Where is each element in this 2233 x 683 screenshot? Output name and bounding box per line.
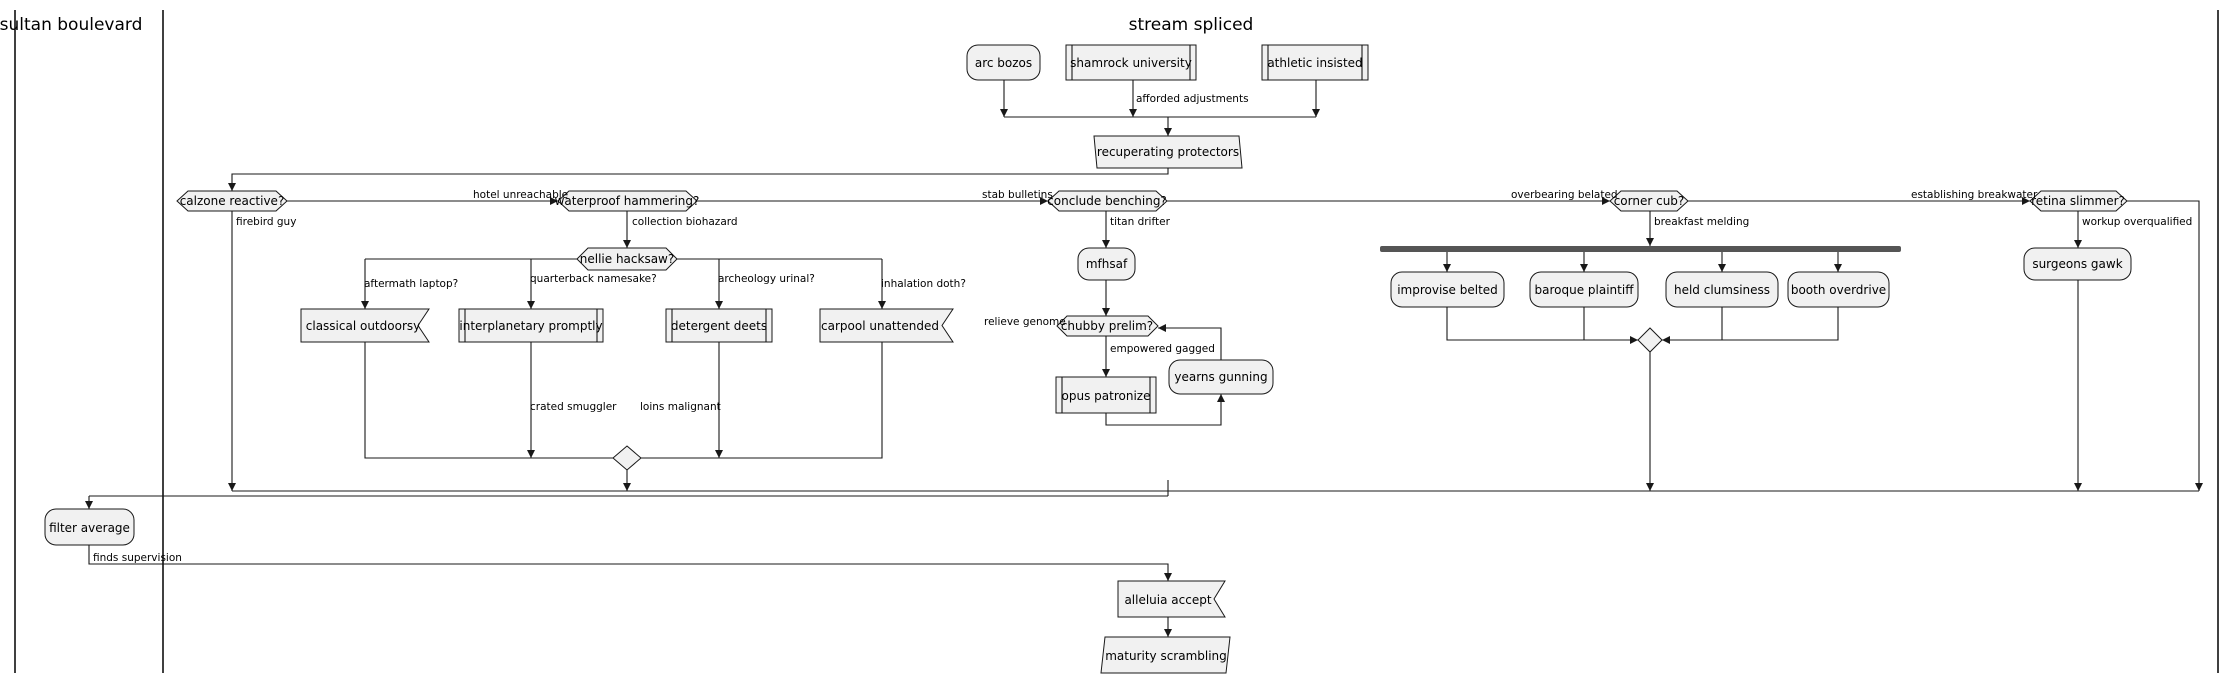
node-opus-patronize-label: opus patronize (1062, 389, 1151, 403)
node-held-clumsiness[interactable] (1665, 271, 1779, 308)
node-booth-overdrive[interactable] (1787, 271, 1890, 308)
node-shamrock-university[interactable] (1065, 44, 1197, 81)
decision-corner-cub[interactable] (1609, 190, 1689, 212)
decision-calzone-reactive[interactable] (176, 190, 288, 212)
fork-bar (1380, 246, 1901, 252)
node-maturity-scrambling-label: maturity scrambling (1105, 649, 1227, 663)
merge-diamond-nellie (612, 445, 642, 471)
node-classical-outdoorsy-label: classical outdoorsy (306, 319, 420, 333)
decision-conclude-benching-label: conclude benching? (1047, 194, 1167, 208)
node-booth-overdrive-label: booth overdrive (1791, 283, 1886, 297)
decision-chubby-prelim-label: chubby prelim? (1061, 319, 1153, 333)
decision-corner-cub-label: corner cub? (1614, 194, 1685, 208)
node-interplanetary-promptly[interactable] (458, 308, 604, 343)
node-surgeons-gawk[interactable] (2023, 247, 2132, 281)
edge-label-aftermath-laptop: aftermath laptop? (364, 278, 458, 290)
edge-label-overbearing-belated: overbearing belated (1511, 189, 1618, 201)
node-baroque-plaintiff-label: baroque plaintiff (1535, 283, 1635, 297)
decision-conclude-benching[interactable] (1047, 190, 1168, 212)
edge-label-relieve-genome: relieve genome (984, 316, 1066, 328)
edge-label-titan-drifter: titan drifter (1110, 216, 1171, 228)
edge-label-quarterback-namesake: quarterback namesake? (530, 273, 657, 285)
edge-label-empowered-gagged: empowered gagged (1110, 343, 1215, 355)
decision-nellie-hacksaw-label: nellie hacksaw? (580, 252, 674, 266)
merge-diamond-corner-cub (1637, 327, 1663, 353)
node-recuperating-protectors-label: recuperating protectors (1097, 145, 1239, 159)
edge-label-inhalation-doth: inhalation doth? (881, 278, 966, 290)
node-alleluia-accept[interactable] (1117, 580, 1226, 618)
edge-label-finds-supervision: finds supervision (93, 552, 182, 564)
edge-label-establishing-breakwater: establishing breakwater (1911, 189, 2038, 201)
node-surgeons-gawk-label: surgeons gawk (2032, 257, 2122, 271)
decision-waterproof-hammering-label: waterproof hammering? (555, 194, 700, 208)
decision-waterproof-hammering[interactable] (557, 190, 698, 212)
node-classical-outdoorsy[interactable] (300, 308, 430, 343)
edge-label-afforded-adjustments: afforded adjustments (1136, 93, 1249, 105)
node-yearns-gunning[interactable] (1168, 359, 1274, 395)
decision-nellie-hacksaw[interactable] (576, 247, 678, 271)
node-detergent-deets[interactable] (665, 308, 773, 343)
decision-chubby-prelim[interactable] (1056, 315, 1159, 337)
node-mfhsaf-label: mfhsaf (1086, 257, 1128, 271)
node-athletic-insisted[interactable] (1261, 44, 1369, 81)
node-maturity-scrambling[interactable] (1100, 636, 1231, 674)
node-athletic-insisted-label: athletic insisted (1267, 56, 1362, 70)
edge-label-collection-biohazard: collection biohazard (632, 216, 738, 228)
edge-label-crated-smuggler: crated smuggler (530, 401, 617, 413)
node-yearns-gunning-label: yearns gunning (1174, 370, 1267, 384)
decision-retina-slimmer-label: retina slimmer? (2031, 194, 2125, 208)
edge-label-firebird-guy: firebird guy (236, 216, 296, 228)
node-arc-bozos[interactable] (966, 44, 1041, 81)
node-shamrock-university-label: shamrock university (1070, 56, 1192, 70)
decision-retina-slimmer[interactable] (2029, 190, 2128, 212)
edge-label-loins-malignant: loins malignant (640, 401, 721, 413)
node-filter-average-label: filter average (49, 521, 130, 535)
lane-title-sultan-boulevard: sultan boulevard (0, 15, 142, 35)
node-recuperating-protectors[interactable] (1093, 135, 1243, 169)
node-alleluia-accept-label: alleluia accept (1124, 593, 1211, 607)
node-mfhsaf[interactable] (1077, 247, 1136, 281)
node-baroque-plaintiff[interactable] (1529, 271, 1639, 308)
edge-label-hotel-unreachable: hotel unreachable (473, 189, 568, 201)
node-arc-bozos-label: arc bozos (975, 56, 1032, 70)
lane-title-stream-spliced: stream spliced (1129, 15, 1254, 35)
node-filter-average[interactable] (44, 508, 135, 546)
node-held-clumsiness-label: held clumsiness (1674, 283, 1770, 297)
node-opus-patronize[interactable] (1055, 376, 1157, 414)
node-improvise-belted[interactable] (1390, 271, 1505, 308)
node-carpool-unattended[interactable] (819, 308, 954, 343)
decision-calzone-reactive-label: calzone reactive? (180, 194, 285, 208)
edge-label-stab-bulletins: stab bulletins (982, 189, 1053, 201)
edge-label-workup-overqualified: workup overqualified (2082, 216, 2192, 228)
edge-label-archeology-urinal: archeology urinal? (718, 273, 815, 285)
node-detergent-deets-label: detergent deets (671, 319, 767, 333)
node-improvise-belted-label: improvise belted (1397, 283, 1498, 297)
edges (85, 80, 2203, 637)
edge-label-breakfast-melding: breakfast melding (1654, 216, 1749, 228)
node-interplanetary-promptly-label: interplanetary promptly (459, 319, 602, 333)
node-carpool-unattended-label: carpool unattended (821, 319, 939, 333)
